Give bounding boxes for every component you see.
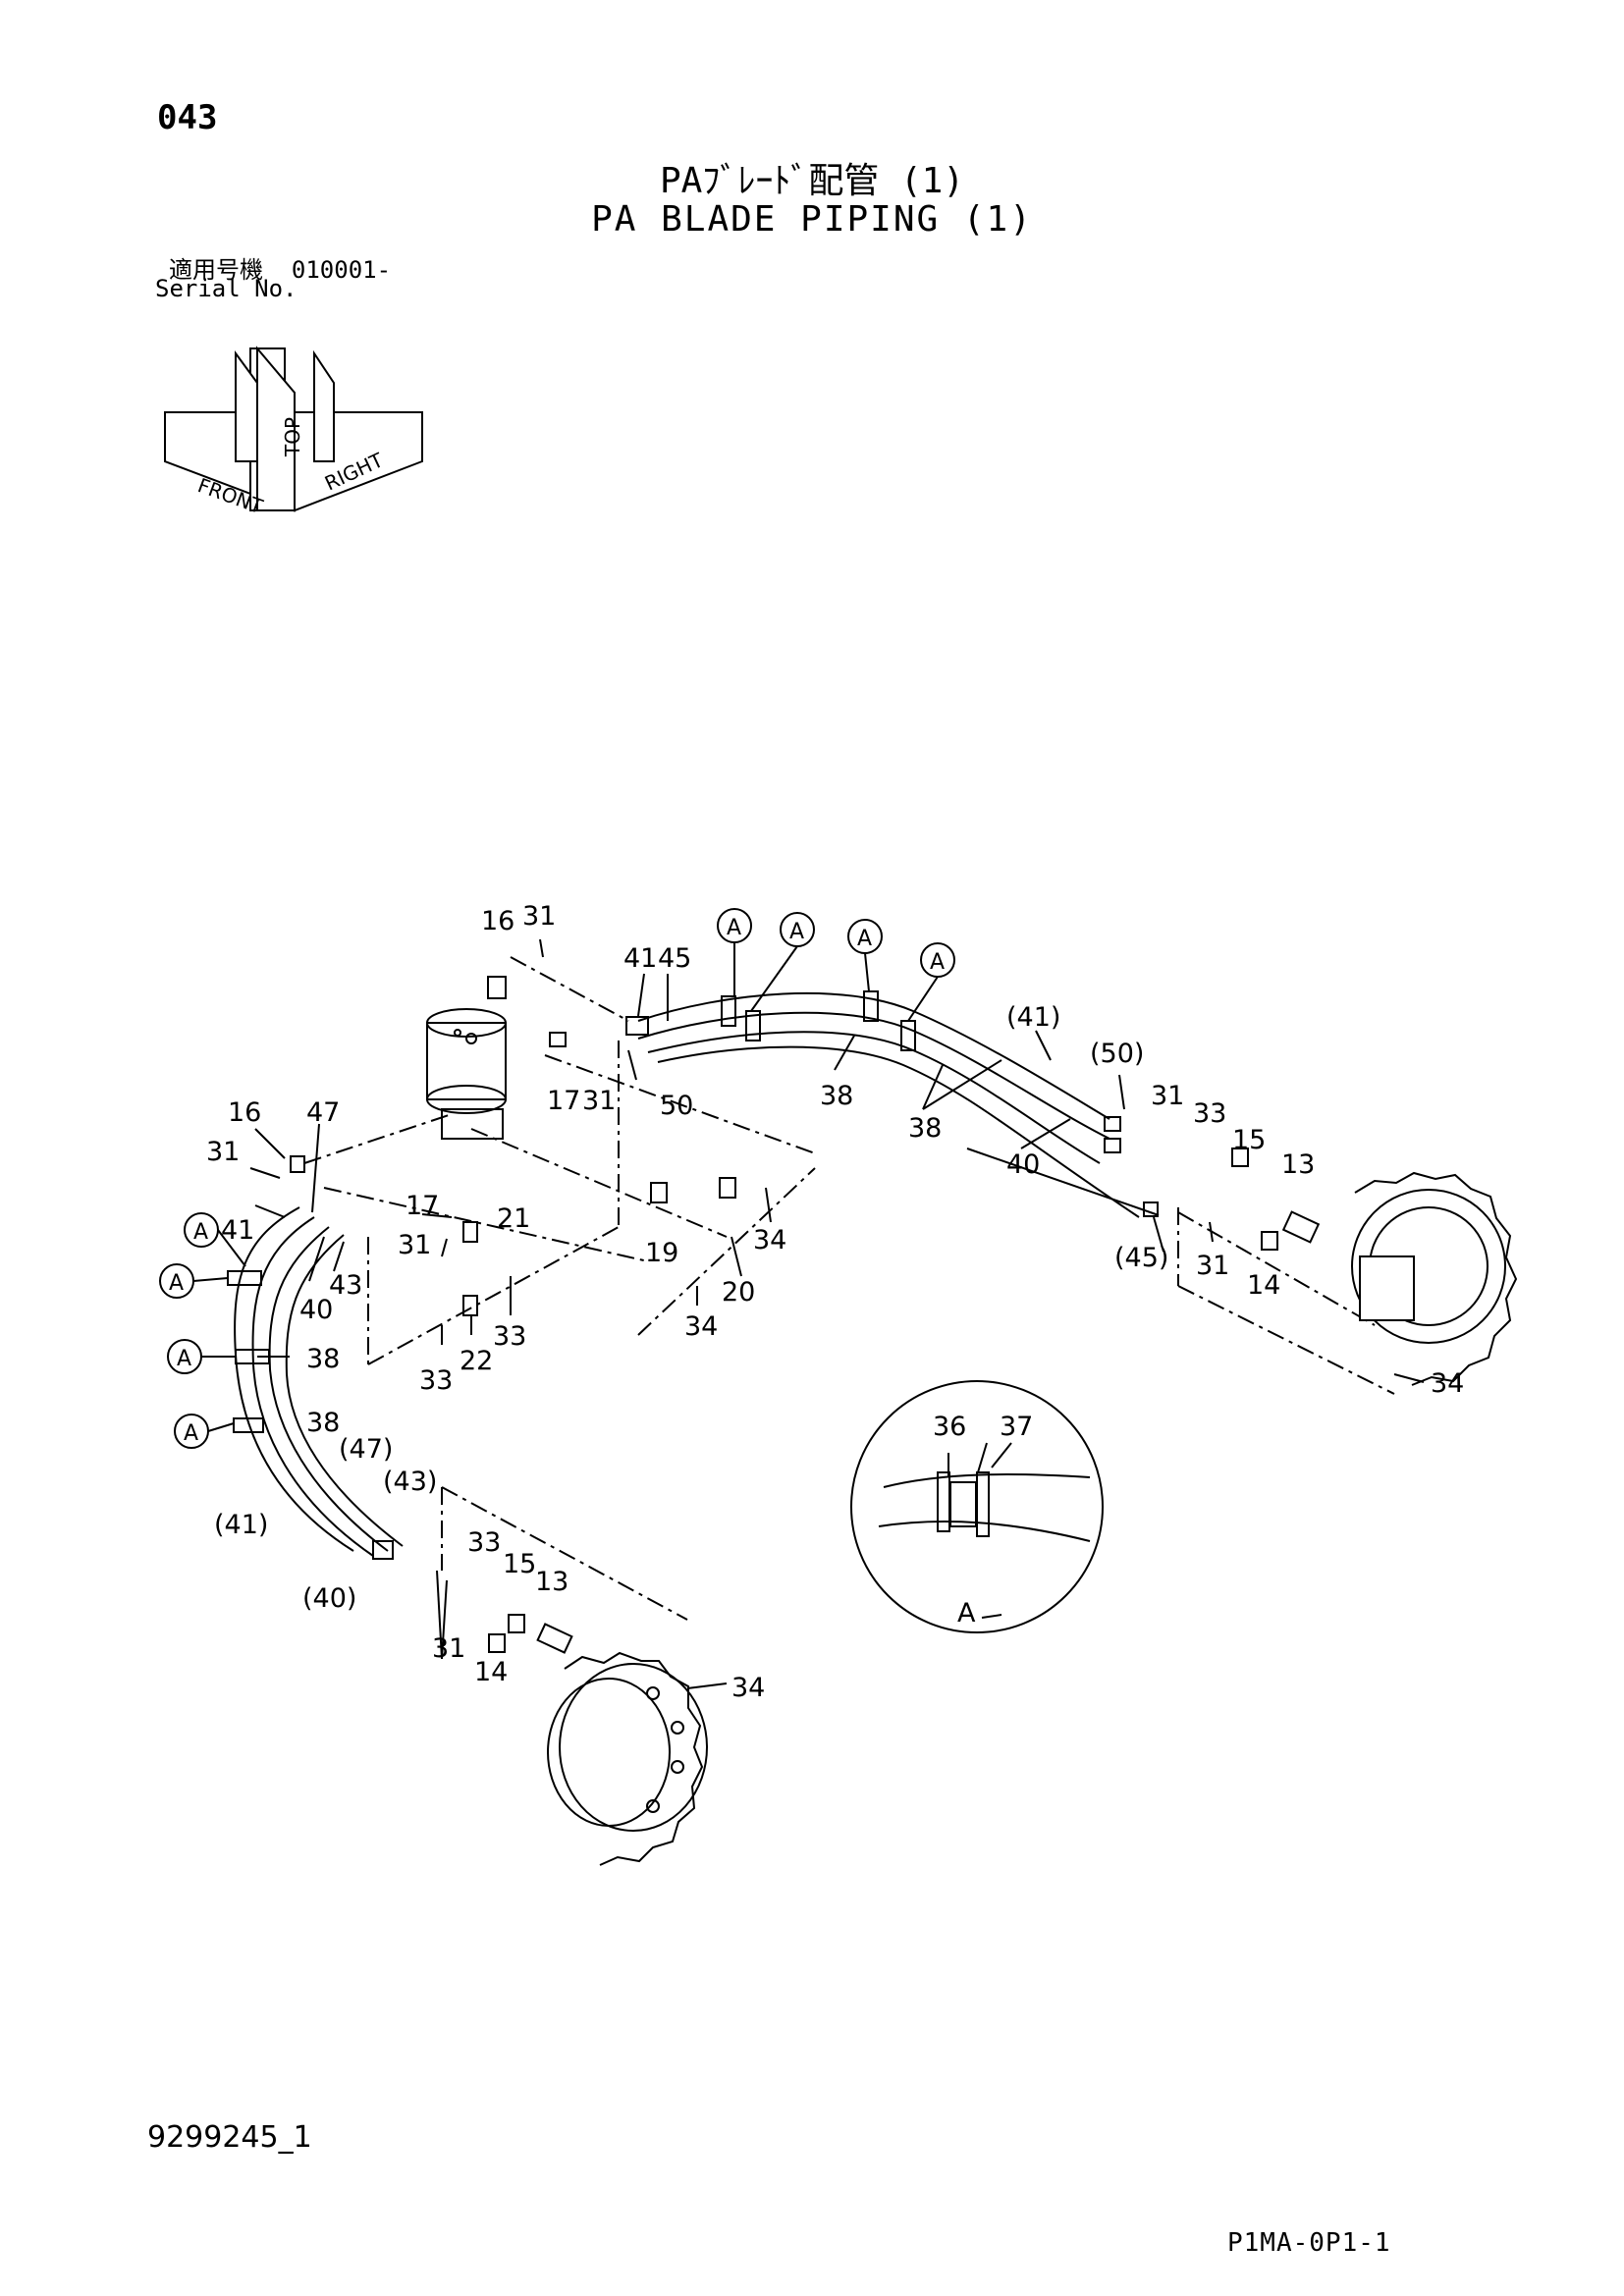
callout-paren-50: (50): [1090, 1039, 1144, 1069]
callout-31: 31: [582, 1086, 616, 1116]
callout-47: 47: [306, 1097, 340, 1128]
callout-a: A: [857, 927, 872, 951]
callout-38: 38: [306, 1408, 340, 1438]
callout-leaders: [249, 938, 1425, 1689]
page-code: P1MA-0P1-1: [1227, 2228, 1391, 2258]
callout-a: A: [727, 916, 741, 940]
page-number: 043: [157, 98, 218, 137]
callout-15: 15: [503, 1549, 536, 1579]
callout-15: 15: [1232, 1125, 1266, 1155]
callout-16: 16: [228, 1097, 261, 1128]
callout-paren-41: (41): [1006, 1002, 1060, 1033]
callout-34: 34: [731, 1673, 765, 1703]
callout-paren-45: (45): [1114, 1243, 1168, 1273]
callout-a: A: [193, 1220, 208, 1245]
callout-labels: 16 31 41 45 50 17 31 21 19 34 20 34 22 3…: [169, 901, 1464, 1703]
callout-43: 43: [329, 1270, 362, 1301]
detail-label: A: [957, 1598, 976, 1629]
orientation-icon: FRONT TOP RIGHT: [164, 346, 423, 518]
serial-label-ja-text: 適用号機: [169, 256, 263, 284]
serial-value: 010001-: [291, 256, 392, 284]
callout-38: 38: [908, 1113, 942, 1144]
callout-a: A: [177, 1347, 191, 1371]
callout-41: 41: [623, 943, 657, 974]
callout-16: 16: [481, 906, 514, 936]
page-title: PA BLADE PIPING (1): [591, 199, 1033, 240]
callout-paren-47: (47): [339, 1434, 393, 1465]
callout-13: 13: [1281, 1149, 1315, 1180]
callout-33: 33: [493, 1321, 526, 1352]
callout-41: 41: [221, 1215, 254, 1246]
callout-a-circles: [159, 908, 955, 1449]
serial-label-english: Serial No.: [155, 275, 298, 302]
serial-label-japanese: 適用号機 010001-: [169, 250, 391, 285]
callout-17: 17: [547, 1086, 580, 1116]
callout-31: 31: [522, 901, 556, 932]
callout-33: 33: [467, 1527, 501, 1558]
callout-paren-43: (43): [383, 1467, 437, 1497]
orientation-top: TOP: [281, 417, 304, 457]
callout-22: 22: [460, 1346, 493, 1376]
callout-33: 33: [419, 1365, 453, 1396]
detail-a: [850, 1380, 1104, 1633]
callout-13: 13: [535, 1567, 568, 1597]
travel-motor-right: [1351, 1171, 1518, 1386]
callout-33: 33: [1193, 1098, 1226, 1129]
callout-40: 40: [299, 1295, 333, 1325]
travel-motor-left: [547, 1651, 708, 1866]
callout-31: 31: [398, 1230, 431, 1260]
callout-31: 31: [1151, 1081, 1184, 1111]
callout-37: 37: [1000, 1412, 1033, 1442]
callout-17: 17: [406, 1191, 439, 1221]
callout-a: A: [789, 920, 804, 944]
callout-paren-40: (40): [302, 1583, 356, 1614]
callout-38: 38: [820, 1081, 853, 1111]
callout-14: 14: [1247, 1270, 1280, 1301]
document-id: 9299245_1: [147, 2120, 312, 2155]
callout-34: 34: [1431, 1368, 1464, 1399]
fittings: [290, 976, 1321, 1654]
page-title-japanese: PAﾌﾞﾚｰﾄﾞ配管 (1): [659, 161, 965, 201]
callout-a: A: [184, 1421, 198, 1446]
callout-31: 31: [432, 1633, 465, 1664]
callout-31: 31: [1196, 1251, 1229, 1281]
callout-45: 45: [658, 943, 691, 974]
callout-40: 40: [1006, 1149, 1040, 1180]
callout-19: 19: [645, 1238, 678, 1268]
callout-38: 38: [306, 1344, 340, 1374]
callout-21: 21: [497, 1203, 530, 1234]
callout-31: 31: [206, 1137, 240, 1167]
callout-50: 50: [660, 1091, 693, 1121]
hose-bundle-right: [637, 991, 1160, 1218]
callout-a: A: [169, 1271, 184, 1296]
callout-34: 34: [753, 1225, 786, 1255]
callout-a: A: [930, 950, 945, 975]
callout-20: 20: [722, 1277, 755, 1308]
callout-34: 34: [684, 1311, 718, 1342]
connection-lines: [303, 956, 1395, 1621]
callout-paren-41: (41): [214, 1510, 268, 1540]
hose-bundle-left: [234, 1206, 404, 1557]
swivel-joint: [426, 1008, 507, 1140]
callout-14: 14: [474, 1657, 508, 1687]
callout-36: 36: [933, 1412, 966, 1442]
